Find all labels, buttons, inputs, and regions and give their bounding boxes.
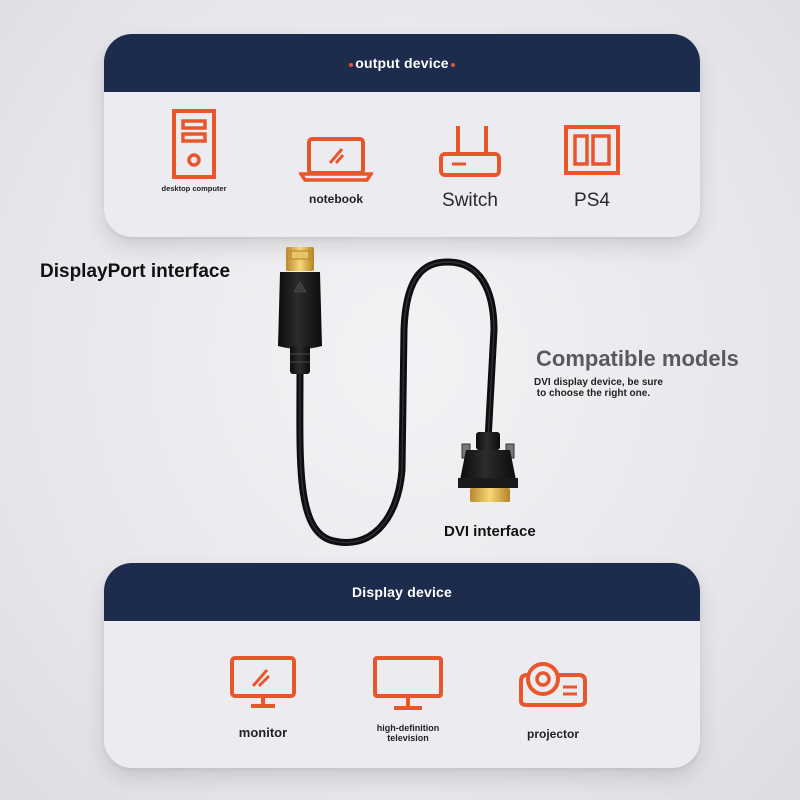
cable-wire [296,258,498,546]
notebook-label: notebook [309,192,363,206]
output-device-header: output device [104,34,700,92]
output-item-notebook: notebook [296,136,376,206]
output-device-title: output device [355,55,449,71]
output-item-switch: Switch [434,124,506,212]
monitor-icon [230,656,296,708]
switch-label: Switch [442,190,498,211]
displayport-connector [278,247,322,374]
tv-label: high-definition television [366,723,450,743]
projector-icon [519,662,587,707]
compatible-models-title: Compatible models [536,346,739,371]
display-item-monitor: monitor [226,655,300,740]
dvi-connector [458,432,518,502]
notebook-icon [299,137,373,182]
compatible-models-note: DVI display device, be sure to choose th… [534,377,663,399]
display-item-tv: high-definition television [366,655,450,743]
output-device-card: output device desktop computer notebook [104,34,700,237]
ps4-console-icon [564,125,620,175]
monitor-label: monitor [238,725,288,740]
output-item-desktop: desktop computer [161,108,227,193]
display-device-title: Display device [351,584,453,600]
header-dot [450,63,455,67]
tv-label-line2: television [387,733,429,743]
header-dot [349,63,354,67]
tv-label-line1: high-definition [376,723,440,733]
ps4-label: PS4 [574,190,610,211]
display-item-projector: projector [516,657,590,741]
output-item-ps4: PS4 [560,124,624,212]
display-device-card: Display device monitor high-definition t [104,563,700,768]
dvi-interface-label: DVI interface [444,523,536,540]
desktop-computer-icon [172,109,216,179]
switch-console-icon [439,126,501,177]
displayport-interface-label: DisplayPort interface [40,261,231,282]
desktop-computer-label: desktop computer [161,184,227,193]
projector-label: projector [526,727,579,741]
tv-icon [373,656,443,710]
display-device-header: Display device [104,563,700,621]
